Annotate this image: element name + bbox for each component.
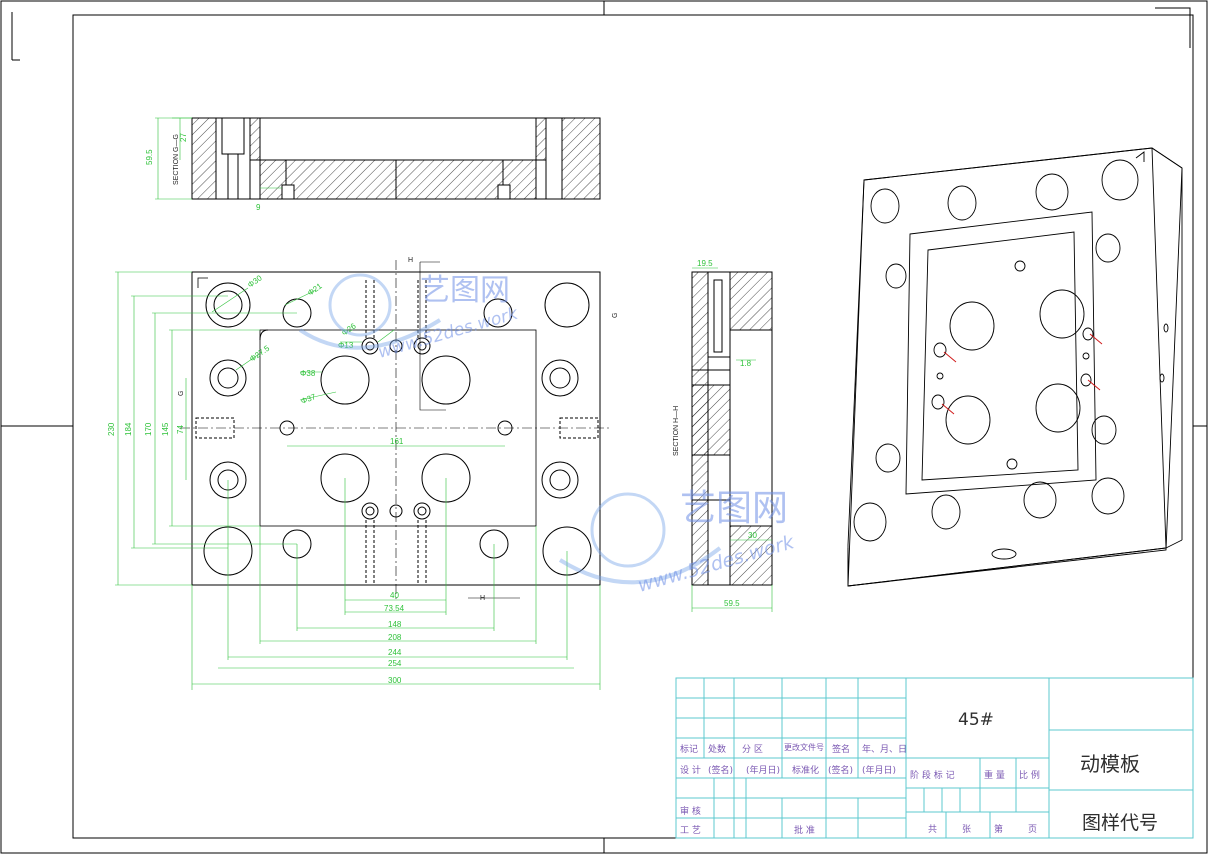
dim-195: 19.5 <box>697 259 713 268</box>
isometric-leaders <box>941 333 1103 415</box>
tb-total: 共 <box>928 825 938 835</box>
tb-number: 第 <box>994 825 1004 835</box>
watermark-url-1: www.52des.work <box>376 303 521 362</box>
dim-254: 254 <box>388 659 402 668</box>
dim-side-595: 59.5 <box>724 599 740 608</box>
tb-approve: 批 准 <box>794 826 815 836</box>
section-g-g-label: SECTION G—G <box>173 134 180 185</box>
tb-review: 审 核 <box>680 807 701 817</box>
dim-208: 208 <box>388 633 402 642</box>
section-g-g-view <box>155 117 601 200</box>
tb-design-date: (年月日) <box>746 766 781 776</box>
tb-header-zone: 分 区 <box>742 745 763 755</box>
tb-header-signature: 签名 <box>832 745 851 755</box>
dim-top-27: 27 <box>179 133 188 142</box>
dim-40: 40 <box>390 591 399 600</box>
tb-sheet: 张 <box>962 825 972 835</box>
watermark-logo-2 <box>558 492 722 585</box>
section-h-h-view <box>691 267 773 612</box>
tb-design-sign: (签名) <box>708 766 734 776</box>
tb-standardization: 标准化 <box>792 766 820 776</box>
dim-170: 170 <box>144 422 153 436</box>
watermark-brand-2: 艺图网 <box>680 488 788 529</box>
isometric-view <box>847 147 1183 587</box>
drawing-number-label: 图样代号 <box>1082 812 1159 834</box>
dim-300: 300 <box>388 676 402 685</box>
plan-view <box>180 260 612 600</box>
dim-d30: Φ30 <box>246 273 264 289</box>
tb-std-date: (年月日) <box>862 766 897 776</box>
dim-30: 30 <box>748 531 757 540</box>
dim-184: 184 <box>124 422 133 436</box>
dim-top-9: 9 <box>256 203 261 212</box>
cut-mark-h-top: H <box>408 257 413 264</box>
part-name: 动模板 <box>1080 752 1140 776</box>
watermark-url-2: www.52des.work <box>635 531 797 597</box>
tb-header-date: 年、月、日 <box>862 745 908 755</box>
dim-230: 230 <box>107 422 116 436</box>
tb-scale: 比 例 <box>1019 771 1040 781</box>
tb-header-count: 处数 <box>708 745 727 755</box>
dim-7354: 73.54 <box>384 604 405 613</box>
dim-18: 1.8 <box>740 359 752 368</box>
title-block <box>675 677 1194 839</box>
dim-d38: Φ38 <box>300 369 316 378</box>
dim-d21: Φ21 <box>306 281 324 297</box>
tb-page: 页 <box>1028 825 1038 835</box>
cut-mark-g-right: G <box>612 313 619 318</box>
tb-header-mark: 标记 <box>680 745 699 755</box>
dim-161: 161 <box>390 437 404 446</box>
dim-d13: Φ13 <box>338 341 354 350</box>
section-h-h-label: SECTION H—H <box>673 406 680 456</box>
plan-dimension-lines <box>115 271 601 690</box>
tb-weight: 重 量 <box>984 771 1005 781</box>
dim-top-595: 59.5 <box>145 149 154 165</box>
material-spec: 45# <box>958 710 994 730</box>
dim-244: 244 <box>388 648 402 657</box>
tb-stage-mark: 阶 段 标 记 <box>910 771 955 781</box>
tb-header-change-doc: 更改文件号 <box>784 743 824 752</box>
tb-design: 设 计 <box>680 766 701 776</box>
dim-145: 145 <box>161 422 170 436</box>
watermark-brand-1: 艺图网 <box>420 273 510 308</box>
dim-148: 148 <box>388 620 402 629</box>
cut-mark-g-left: G <box>178 391 185 396</box>
dim-d37: Φ37 <box>300 392 318 406</box>
dim-74: 74 <box>176 425 185 434</box>
cut-mark-h-bottom: H <box>480 595 485 602</box>
tb-std-sign: (签名) <box>828 766 854 776</box>
tb-process: 工 艺 <box>680 826 701 836</box>
watermark-logo-1 <box>298 273 442 350</box>
